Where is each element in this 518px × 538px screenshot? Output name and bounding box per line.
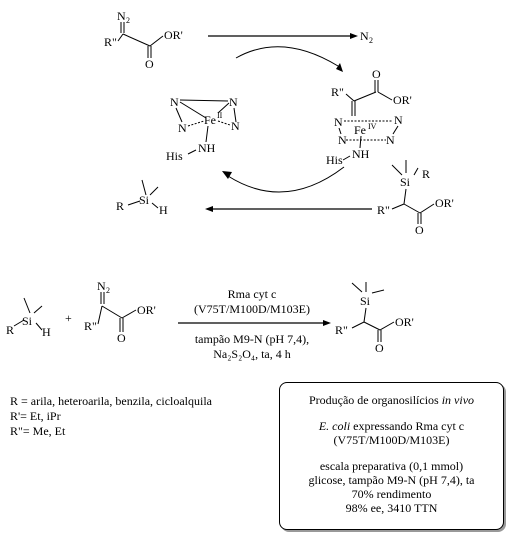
- legend-line-r1: R'= Et, iPr: [10, 409, 61, 423]
- svg-text:OR': OR': [393, 93, 412, 107]
- svg-text:NH: NH: [198, 141, 216, 155]
- svg-text:OR': OR': [435, 196, 454, 210]
- legend-line-r2: R"= Me, Et: [10, 424, 66, 438]
- in-vivo-info-box: Produção de organosilícios in vivo E. co…: [279, 382, 504, 530]
- svg-text:N: N: [386, 133, 395, 147]
- svg-text:O: O: [117, 331, 126, 345]
- svg-text:N: N: [334, 115, 343, 129]
- info-yield: 70% rendimento: [351, 487, 432, 501]
- diazo-o-label: O: [145, 57, 154, 71]
- his-label-left: His: [166, 149, 183, 163]
- fe-ii-label: Fe: [204, 113, 216, 127]
- fe-iv-label: Fe: [354, 123, 366, 137]
- substituent-legend: R = arila, heteroarila, benzila, cicloal…: [10, 394, 270, 439]
- cycle-silane-structure: R Si H: [116, 179, 168, 217]
- condition-reductant: Na₂S₂O₄, ta, 4 h: [213, 347, 291, 361]
- svg-text:R: R: [6, 323, 14, 337]
- his-label-right: His: [326, 153, 343, 167]
- fe-ii-heme: N N N N Fe II NH His: [166, 95, 240, 163]
- svg-text:N: N: [394, 113, 403, 127]
- info-medium: glicose, tampão M9-N (pH 7,4), ta: [308, 473, 475, 487]
- svg-text:R: R: [116, 199, 124, 213]
- svg-text:O: O: [372, 67, 381, 81]
- svg-text:N: N: [229, 95, 238, 109]
- reactant-silane: R Si H: [6, 297, 51, 339]
- diazo-n2-label: N: [117, 9, 126, 23]
- n2-release-subscript: 2: [369, 36, 373, 45]
- svg-text:R: R: [422, 167, 430, 181]
- svg-text:H: H: [159, 203, 168, 217]
- cycle-arc-top: [235, 46, 339, 67]
- reactant-diazo: N 2 R" OR' O: [84, 279, 156, 345]
- svg-text:N: N: [170, 95, 179, 109]
- svg-text:R": R": [84, 319, 97, 333]
- svg-text:Si: Si: [139, 193, 150, 207]
- cycle-arc-bottom: [227, 166, 345, 193]
- diazo-ester-structure: N 2 R" OR' O: [104, 9, 183, 71]
- fe-iv-ox-state: IV: [368, 122, 377, 131]
- n2-release-label: N: [360, 29, 369, 43]
- condition-mutant: (V75T/M100D/M103E): [194, 302, 310, 316]
- svg-text:R": R": [331, 85, 344, 99]
- svg-text:OR': OR': [395, 315, 414, 329]
- svg-text:N: N: [97, 279, 106, 293]
- svg-text:Si: Si: [400, 175, 411, 189]
- svg-text:N: N: [178, 121, 187, 135]
- fe-iv-carbene: R" O OR' N N N N Fe IV NH His: [326, 67, 412, 167]
- plus-sign: +: [65, 311, 72, 325]
- svg-text:Si: Si: [22, 314, 33, 328]
- svg-text:N: N: [338, 133, 347, 147]
- svg-text:OR': OR': [137, 303, 156, 317]
- diazo-n2-subscript: 2: [126, 16, 130, 25]
- diazo-or-label: OR': [164, 28, 183, 42]
- cycle-product-structure: Si R R" OR' O: [377, 160, 454, 237]
- info-mutant: (V75T/M100D/M103E): [333, 433, 450, 447]
- svg-text:R": R": [377, 203, 390, 217]
- svg-text:N: N: [231, 119, 240, 133]
- condition-buffer: tampão M9-N (pH 7,4),: [195, 332, 309, 346]
- info-title: Produção de organosilícios in vivo: [308, 393, 475, 407]
- diazo-r2-label: R": [104, 35, 117, 49]
- svg-text:O: O: [375, 341, 384, 355]
- legend-line-r: R = arila, heteroarila, benzila, cicloal…: [10, 394, 213, 408]
- svg-text:O: O: [415, 223, 424, 237]
- product-structure: Si R" OR' O: [335, 282, 414, 355]
- svg-text:NH: NH: [352, 147, 370, 161]
- info-scale: escala preparativa (0,1 mmol): [319, 459, 464, 473]
- info-organism: E. coli expressando Rma cyt c: [318, 419, 465, 433]
- fe-ii-ox-state: II: [217, 111, 223, 120]
- svg-text:Si: Si: [360, 294, 371, 308]
- svg-text:R": R": [335, 323, 348, 337]
- condition-enzyme: Rma cyt c: [228, 287, 277, 301]
- svg-text:2: 2: [106, 286, 110, 295]
- svg-text:H: H: [42, 325, 51, 339]
- info-selectivity: 98% ee, 3410 TTN: [345, 501, 438, 515]
